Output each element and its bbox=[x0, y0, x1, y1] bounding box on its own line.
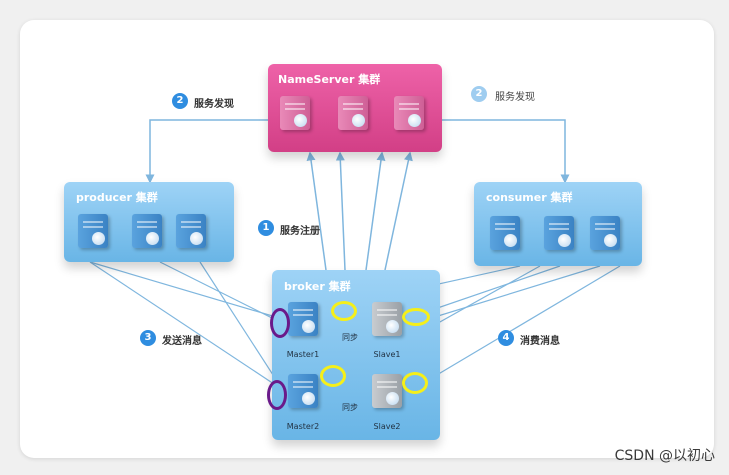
send-link bbox=[199, 261, 287, 396]
register-link bbox=[306, 151, 327, 271]
master2-label: Master2 bbox=[286, 422, 320, 431]
slave2-server-icon bbox=[372, 374, 402, 408]
nameserver-server-icon bbox=[338, 96, 368, 130]
step-label-consume: 消费消息 bbox=[520, 336, 560, 347]
slave1-label: Slave1 bbox=[373, 350, 401, 359]
highlight-ring-yellow bbox=[402, 372, 428, 394]
highlight-ring-purple bbox=[270, 308, 290, 338]
master2-server-icon bbox=[288, 374, 318, 408]
send-link bbox=[89, 261, 287, 321]
producer-server-icon bbox=[78, 214, 108, 248]
broker-cluster-title: broker 集群 bbox=[284, 280, 351, 293]
consumer-server-icon bbox=[544, 216, 574, 250]
consumer-server-icon bbox=[590, 216, 620, 250]
consumer-cluster-title: consumer 集群 bbox=[486, 191, 573, 204]
register-link bbox=[335, 151, 346, 271]
consume-link bbox=[424, 265, 601, 321]
step-label-register: 服务注册 bbox=[280, 226, 320, 237]
register-link bbox=[384, 151, 413, 271]
highlight-ring-yellow bbox=[402, 308, 430, 326]
send-link bbox=[159, 261, 287, 326]
discovery-link-producer bbox=[145, 119, 272, 184]
producer-server-icon bbox=[132, 214, 162, 248]
producer-cluster: producer 集群 bbox=[64, 182, 234, 262]
consumer-server-icon bbox=[490, 216, 520, 250]
slave1-server-icon bbox=[372, 302, 402, 336]
send-link bbox=[89, 261, 287, 393]
consumer-cluster: consumer 集群 bbox=[474, 182, 642, 266]
watermark: CSDN @以初心 bbox=[614, 448, 715, 464]
step-label-discovery-consumer: 服务发现 bbox=[495, 92, 535, 103]
slave2-label: Slave2 bbox=[373, 422, 401, 431]
highlight-ring-purple bbox=[267, 380, 287, 410]
nameserver-cluster-title: NameServer 集群 bbox=[278, 73, 381, 86]
discovery-link-consumer bbox=[440, 119, 570, 184]
sync-label-1: 同步 bbox=[342, 333, 358, 342]
step-label-discovery-producer: 服务发现 bbox=[194, 99, 234, 110]
nameserver-cluster: NameServer 集群 bbox=[268, 64, 442, 152]
consume-link bbox=[419, 265, 561, 315]
nameserver-server-icon bbox=[394, 96, 424, 130]
step-badge-discovery-consumer: 2 bbox=[471, 86, 487, 102]
master1-server-icon bbox=[288, 302, 318, 336]
sync-label-2: 同步 bbox=[342, 403, 358, 412]
step-badge-discovery-producer: 2 bbox=[172, 93, 188, 109]
highlight-ring-yellow bbox=[331, 301, 357, 321]
highlight-ring-yellow bbox=[320, 365, 346, 387]
register-link bbox=[365, 151, 386, 271]
step-label-send: 发送消息 bbox=[162, 336, 202, 347]
producer-cluster-title: producer 集群 bbox=[76, 191, 158, 204]
broker-cluster: broker 集群 Master1 Slave1 Master2 Slave2 … bbox=[272, 270, 440, 440]
consume-link bbox=[424, 265, 621, 383]
step-badge-send: 3 bbox=[140, 330, 156, 346]
master1-label: Master1 bbox=[286, 350, 320, 359]
step-badge-consume: 4 bbox=[498, 330, 514, 346]
producer-server-icon bbox=[176, 214, 206, 248]
step-badge-register: 1 bbox=[258, 220, 274, 236]
nameserver-server-icon bbox=[280, 96, 310, 130]
